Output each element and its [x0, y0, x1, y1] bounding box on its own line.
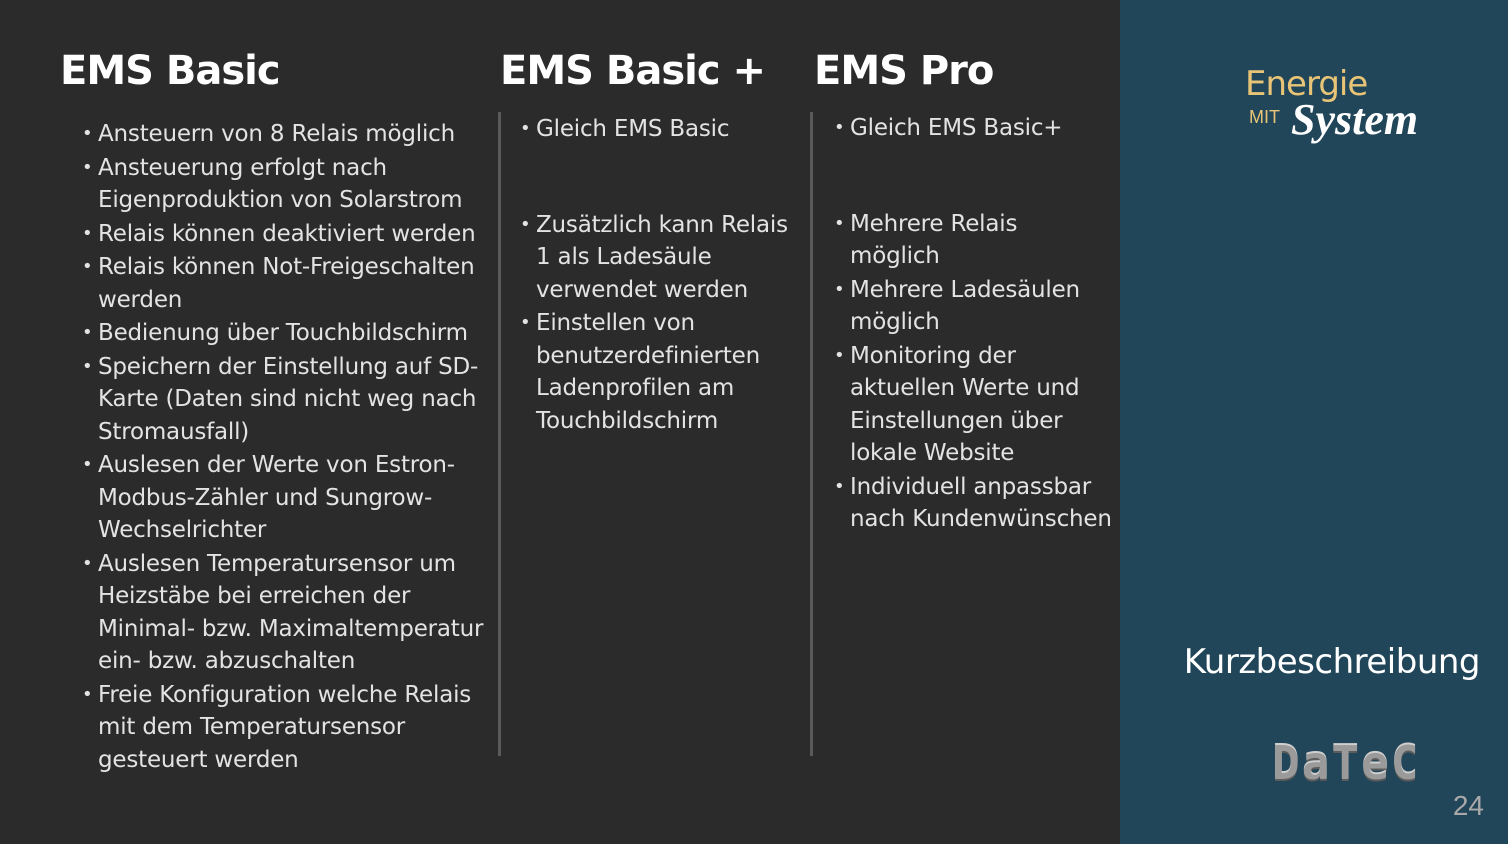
feature-list: Ansteuern von 8 Relais möglich Ansteueru… — [82, 118, 500, 776]
list-item: Freie Konfiguration welche Relais mit de… — [82, 679, 500, 777]
column-title: EMS Basic — [60, 48, 281, 94]
list-item: Auslesen der Werte von Estron-Modbus-Zäh… — [82, 449, 500, 547]
list-item: Ansteuerung erfolgt nach Eigenproduktion… — [82, 152, 500, 217]
feature-list: Gleich EMS Basic Zusätzlich kann Relais … — [520, 113, 795, 437]
list-item: Monitoring der aktuellen Werte und Einst… — [834, 340, 1114, 470]
list-item: Auslesen Temperatursensor um Heizstäbe b… — [82, 548, 500, 678]
datec-logo: DaTeC — [1272, 736, 1421, 790]
list-item: Zusätzlich kann Relais 1 als Ladesäule v… — [520, 209, 795, 307]
list-item: Mehrere Relais möglich — [834, 208, 1114, 273]
list-item: Bedienung über Touchbildschirm — [82, 317, 500, 350]
logo-mit-text: MIT — [1249, 107, 1280, 127]
list-item: Individuell anpassbar nach Kundenwünsche… — [834, 471, 1114, 536]
column-title: EMS Basic + — [500, 48, 766, 94]
column-divider — [810, 112, 813, 756]
logo-system-text: System — [1291, 95, 1419, 144]
energie-mit-system-logo: Energie MIT System — [1245, 64, 1475, 154]
list-item: Einstellen von benutzerdefinierten Laden… — [520, 307, 795, 437]
list-item: Gleich EMS Basic — [520, 113, 795, 146]
list-item: Ansteuern von 8 Relais möglich — [82, 118, 500, 151]
feature-list: Gleich EMS Basic+ Mehrere Relais möglich… — [834, 112, 1114, 536]
column-divider — [498, 112, 501, 756]
logo-energie-text: Energie — [1245, 64, 1368, 104]
list-item: Mehrere Ladesäulen möglich — [834, 274, 1114, 339]
content-area: EMS Basic Ansteuern von 8 Relais möglich… — [0, 0, 1120, 844]
list-item: Relais können deaktiviert werden — [82, 218, 500, 251]
list-item: Relais können Not-Freigeschalten werden — [82, 251, 500, 316]
section-subtitle: Kurzbeschreibung — [1183, 642, 1481, 682]
list-item: Gleich EMS Basic+ — [834, 112, 1114, 145]
list-item: Speichern der Einstellung auf SD-Karte (… — [82, 351, 500, 449]
sidebar-panel — [1120, 0, 1508, 844]
page-number: 24 — [1452, 790, 1484, 821]
column-title: EMS Pro — [814, 48, 994, 94]
